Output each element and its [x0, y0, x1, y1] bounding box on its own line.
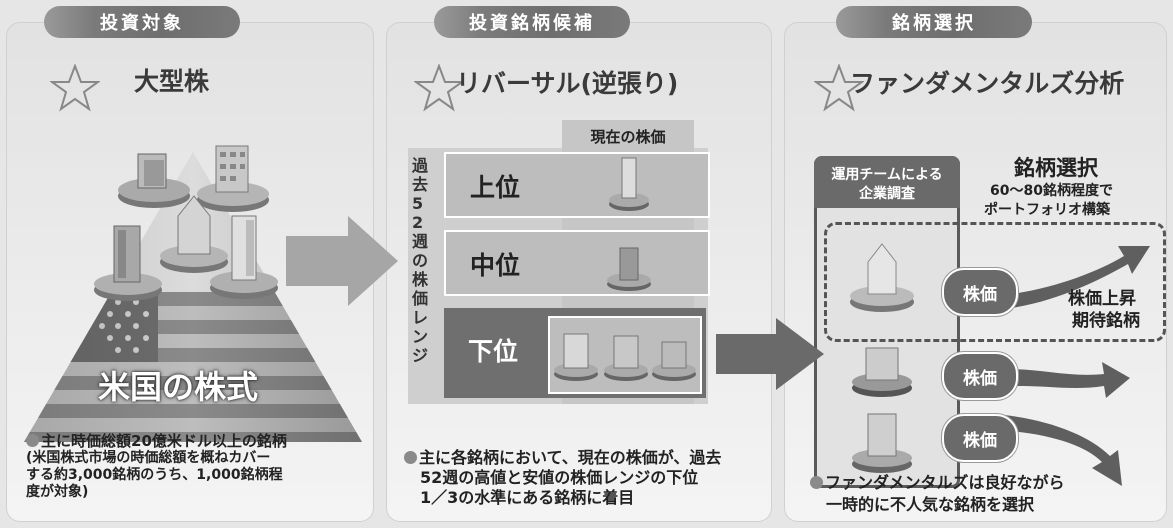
note-reversal: 主に各銘柄において、現在の株価が、過去 52週の高値と安値の株価レンジの下位 1… [404, 448, 764, 508]
trend-down-arrow-icon [994, 414, 1122, 486]
flow-arrow-icon [716, 318, 824, 390]
star-icon [814, 64, 864, 112]
building-icon [852, 347, 912, 397]
panel-title-fundamentals: ファンダメンタルズ分析 [850, 69, 1125, 98]
price-header: 現在の株価 [590, 128, 666, 146]
building-icon [554, 333, 696, 381]
star-icon [414, 64, 464, 112]
selection-title: 銘柄選択 [1014, 156, 1098, 180]
building-icon [609, 157, 649, 211]
star-icon [50, 64, 100, 112]
panel-stock-selection: 銘柄選択 ファンダメンタルズ分析 運用チームによる 企業調査 銘柄選択 60～8… [784, 6, 1167, 522]
selected-group [824, 222, 1166, 342]
building-icon [160, 195, 228, 273]
note-fundamentals: ファンダメンタルズは良好ながら 一時的に不人気な銘柄を選択 [810, 472, 1160, 516]
panel-candidates: 投資銘柄候補 リバーサル(逆張り) 現在の株価 過去52週の株価レンジ 上位 中… [386, 6, 772, 522]
research-team-box [814, 156, 960, 488]
selection-sub-2: ポートフォリオ構築 [984, 202, 1110, 218]
selection-sub-1: 60～80銘柄程度で [990, 183, 1113, 199]
pyramid-label: 米国の株式 [98, 368, 259, 406]
building-icon [197, 145, 269, 212]
flow-arrow-icon [286, 216, 398, 306]
price-bubble: 株価 [942, 414, 1018, 462]
pill-stock-selection: 銘柄選択 [836, 6, 1032, 38]
building-icon [850, 243, 914, 312]
pill-investment-target: 投資対象 [44, 6, 240, 38]
bullet-icon [26, 434, 39, 447]
bullet-icon [404, 451, 417, 464]
panel-title-reversal: リバーサル(逆張り) [456, 69, 679, 98]
pill-candidates: 投資銘柄候補 [434, 6, 630, 38]
panel-investment-target: 投資対象 大型株 [6, 6, 374, 522]
price-bubble: 株価 [942, 268, 1018, 316]
bullet-icon [810, 476, 823, 489]
price-bubble: 株価 [942, 352, 1018, 400]
building-icon [210, 215, 278, 299]
range-label: 過去52週の株価レンジ [412, 156, 429, 365]
row-middle: 中位 [444, 230, 710, 296]
building-icon [94, 225, 162, 301]
research-team-header: 運用チームによる 企業調査 [814, 156, 960, 208]
building-icon [118, 153, 190, 208]
trend-up-arrow-icon [994, 246, 1150, 310]
row-top: 上位 [444, 152, 710, 218]
trend-flat-arrow-icon [994, 362, 1130, 398]
building-icon [852, 413, 912, 473]
expected-rise-2: 期待銘柄 [1072, 311, 1140, 331]
building-icon [607, 247, 651, 291]
note-large-cap: 主に時価総額20億米ドル以上の銘柄 (米国株式市場の時価総額を概ねカバー する約… [26, 432, 287, 500]
expected-rise-1: 株価上昇 [1068, 289, 1136, 309]
panel-title-large-cap: 大型株 [134, 67, 210, 96]
